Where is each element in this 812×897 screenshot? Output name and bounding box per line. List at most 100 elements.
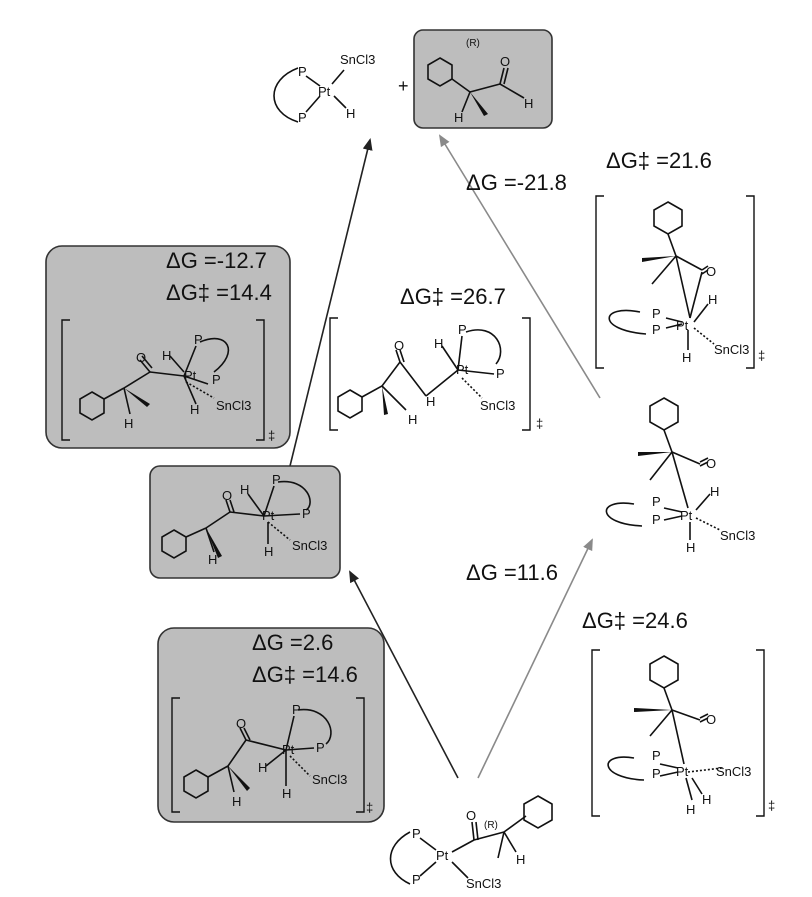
- reactant-ligand-p2: P: [412, 872, 421, 887]
- ts1-left-h1: H: [258, 760, 267, 775]
- intermediate-right: O Pt P P SnCl3 H H: [605, 397, 755, 555]
- ts1-right-ligand-p1: P: [652, 748, 661, 763]
- ts1-left-h3: H: [232, 794, 241, 809]
- reactant-oxygen: O: [466, 808, 476, 823]
- ts1-right-metal: Pt: [676, 764, 689, 779]
- ts2-left-box: ΔG =-12.7 ΔG‡ =14.4 ‡ O Pt P P SnCl3 H H…: [45, 245, 291, 449]
- aldehyde-hydrogen: H: [524, 96, 533, 111]
- ts2-left-h3: H: [124, 416, 133, 431]
- ts2-right-oxygen: O: [706, 264, 716, 279]
- reactant-metal: Pt: [436, 848, 449, 863]
- intermediate-right-h1: H: [710, 484, 719, 499]
- ts1-left-dg-dagger: ΔG‡ =14.6: [252, 662, 358, 687]
- ts1-left-tin: SnCl3: [312, 772, 347, 787]
- plus-sign: +: [398, 76, 409, 96]
- intermediate-left-h3: H: [208, 552, 217, 567]
- ts1-right-dagger: ‡: [768, 798, 775, 813]
- product-ligand-p2: P: [298, 110, 307, 125]
- ts2-left-dg-dagger: ΔG‡ =14.4: [166, 280, 272, 305]
- ts2-mid-h2: H: [426, 394, 435, 409]
- ts2-mid-ligand-p2: P: [496, 366, 505, 381]
- aldehyde-oxygen: O: [500, 54, 510, 69]
- ts2-left-tin: SnCl3: [216, 398, 251, 413]
- intermediate-right-h2: H: [686, 540, 695, 555]
- intermediate-left-h1: H: [240, 482, 249, 497]
- reactant: P P Pt O (R) H SnCl3: [389, 795, 553, 891]
- product-hydride: H: [346, 106, 355, 121]
- ts1-left-dagger: ‡: [366, 800, 373, 815]
- ts2-right-h1: H: [708, 292, 717, 307]
- ts1-right: ΔG‡ =24.6 ‡ O Pt P P SnCl3 H H: [582, 608, 775, 817]
- dg-right-step1-label: ΔG =11.6: [466, 560, 558, 585]
- intermediate-left-h2: H: [264, 544, 273, 559]
- ts2-left-dagger: ‡: [268, 428, 275, 443]
- ts2-mid-tin: SnCl3: [480, 398, 515, 413]
- ts1-left-metal: Pt: [282, 742, 295, 757]
- ts2-left-h1: H: [162, 348, 171, 363]
- intermediate-left-oxygen: O: [222, 488, 232, 503]
- product-ligand-p1: P: [298, 64, 307, 79]
- ts2-right-ligand-p1: P: [652, 306, 661, 321]
- arrow-reactant-to-right-intermediate: [477, 538, 593, 779]
- ts2-right-h2: H: [682, 350, 691, 365]
- ts1-right-dg-dagger: ΔG‡ =24.6: [582, 608, 688, 633]
- product-pt-complex: P P Pt SnCl3 H: [273, 52, 375, 125]
- ts2-left-oxygen: O: [136, 350, 146, 365]
- product-tin: SnCl3: [340, 52, 375, 67]
- ts1-left-ligand-p1: P: [292, 702, 301, 717]
- intermediate-left-tin: SnCl3: [292, 538, 327, 553]
- ts1-right-h1: H: [702, 792, 711, 807]
- ts2-left-ligand-p2: P: [212, 372, 221, 387]
- reactant-hydrogen: H: [516, 852, 525, 867]
- reactant-stereo-label: (R): [484, 820, 498, 831]
- ts2-right-ligand-p2: P: [652, 322, 661, 337]
- intermediate-left-metal: Pt: [262, 508, 275, 523]
- ts2-mid-oxygen: O: [394, 338, 404, 353]
- ts1-right-ligand-p2: P: [652, 766, 661, 781]
- ts1-right-h2: H: [686, 802, 695, 817]
- intermediate-left-ligand-p1: P: [272, 472, 281, 487]
- ts2-right-dg-dagger: ΔG‡ =21.6: [606, 148, 712, 173]
- ts2-left-ligand-p1: P: [194, 332, 203, 347]
- intermediate-right-ligand-p2: P: [652, 512, 661, 527]
- intermediate-right-tin: SnCl3: [720, 528, 755, 543]
- intermediate-left-ligand-p2: P: [302, 506, 311, 521]
- intermediate-right-oxygen: O: [706, 456, 716, 471]
- aldehyde-stereo-label: (R): [466, 38, 480, 49]
- ts1-left-box: ΔG =2.6 ΔG‡ =14.6 ‡ O Pt P P SnCl3 H H H: [157, 627, 385, 823]
- ts2-left-dg: ΔG =-12.7: [166, 248, 267, 273]
- ts2-mid: ΔG‡ =26.7 ‡ O Pt P P SnCl3 H H H: [329, 284, 543, 431]
- ts2-mid-metal: Pt: [456, 362, 469, 377]
- product-metal: Pt: [318, 84, 331, 99]
- dg-right-step2-label: ΔG =-21.8: [466, 170, 567, 195]
- ts2-mid-h1: H: [434, 336, 443, 351]
- arrow-reactant-to-left-intermediate: [349, 570, 459, 779]
- ts1-right-tin: SnCl3: [716, 764, 751, 779]
- product-aldehyde-box: (R) O H H: [413, 29, 553, 129]
- ts1-left-ligand-p2: P: [316, 740, 325, 755]
- ts2-right-dagger: ‡: [758, 348, 765, 363]
- ts1-right-oxygen: O: [706, 712, 716, 727]
- intermediate-left-box: O Pt P P SnCl3 H H H: [149, 465, 341, 579]
- ts2-mid-dg-dagger: ΔG‡ =26.7: [400, 284, 506, 309]
- arrow-left-intermediate-to-product: [289, 138, 373, 467]
- ts2-mid-dagger: ‡: [536, 416, 543, 431]
- ts2-mid-ligand-p1: P: [458, 322, 467, 337]
- intermediate-right-metal: Pt: [680, 508, 693, 523]
- ts1-left-oxygen: O: [236, 716, 246, 731]
- ts1-left-h2: H: [282, 786, 291, 801]
- ts2-right-tin: SnCl3: [714, 342, 749, 357]
- aldehyde-alpha-hydrogen: H: [454, 110, 463, 125]
- intermediate-right-ligand-p1: P: [652, 494, 661, 509]
- ts2-mid-h3: H: [408, 412, 417, 427]
- ts2-right-metal: Pt: [676, 318, 689, 333]
- ts2-left-metal: Pt: [184, 368, 197, 383]
- ts2-left-h2: H: [190, 402, 199, 417]
- reactant-ligand-p1: P: [412, 826, 421, 841]
- arrow-right-intermediate-to-product: [438, 134, 601, 399]
- ts2-right: ΔG‡ =21.6 ‡ O Pt P P SnCl3 H H: [595, 148, 765, 369]
- ts1-left-dg: ΔG =2.6: [252, 630, 333, 655]
- reactant-tin: SnCl3: [466, 876, 501, 891]
